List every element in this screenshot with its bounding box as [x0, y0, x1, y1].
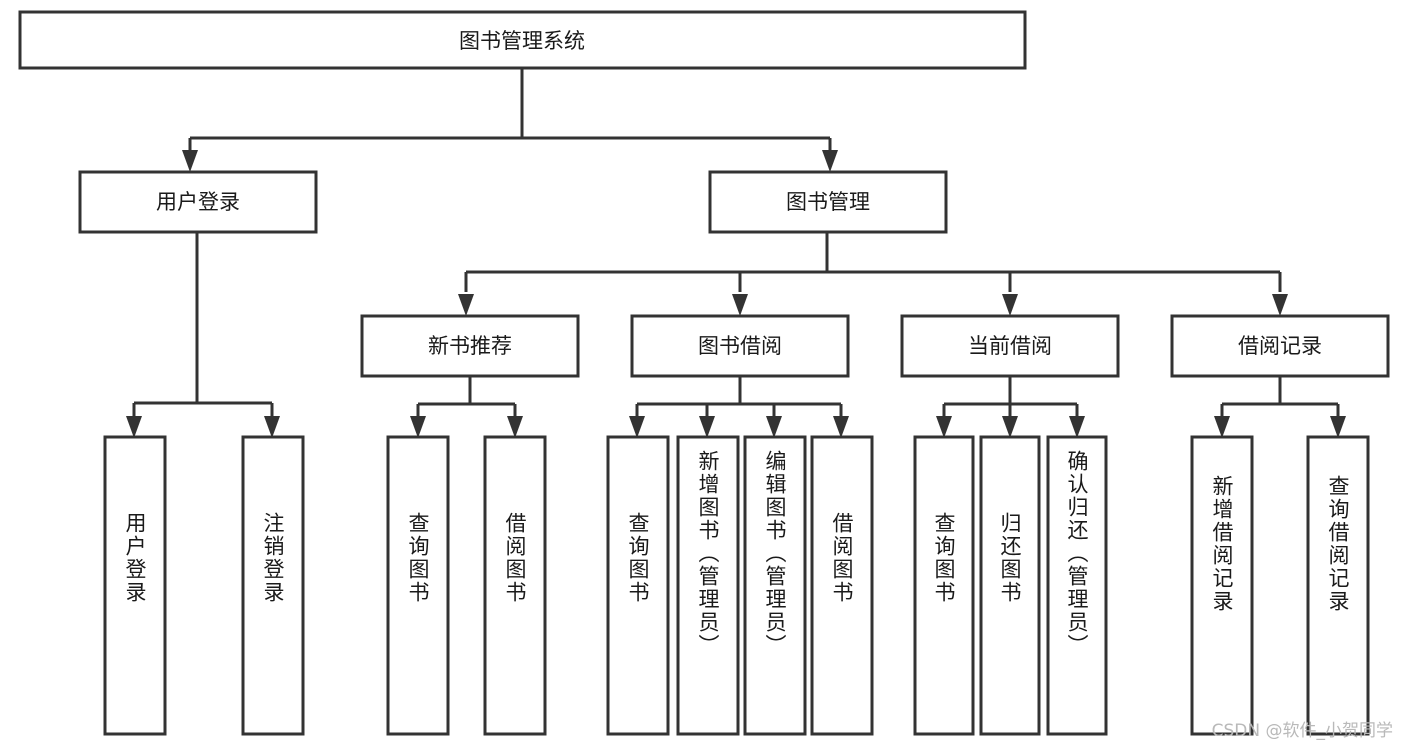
node-book-manage[interactable]: 图书管理: [708, 170, 948, 234]
arrowhead-leaf-borrow-book-2: [833, 416, 849, 438]
node-user-login-box[interactable]: [78, 170, 318, 234]
node-new-book-rec-label: 新书推荐: [428, 334, 512, 358]
arrowhead-leaf-add-book: [699, 416, 715, 438]
arrowhead-book-borrow: [732, 294, 748, 316]
node-current-borrow[interactable]: 当前借阅: [900, 314, 1120, 378]
node-leaf-query-record-label: 查询借阅记录: [1326, 475, 1350, 613]
connector-borrow-record-bus: [1220, 376, 1340, 424]
arrowhead-leaf-user-login: [126, 416, 142, 438]
arrowhead-leaf-user-logout: [264, 416, 280, 438]
node-leaf-user-login-box[interactable]: [103, 435, 167, 736]
node-leaf-borrow-book-1[interactable]: 借阅图书: [483, 435, 547, 736]
node-leaf-confirm-return[interactable]: 确认归还（管理员）: [1046, 435, 1108, 736]
node-leaf-add-record-box[interactable]: [1190, 435, 1254, 736]
node-leaf-user-logout[interactable]: 注销登录: [241, 435, 305, 736]
node-user-login[interactable]: 用户登录: [78, 170, 318, 234]
node-leaf-query-book-2-label: 查询图书: [626, 512, 650, 604]
arrowhead-leaf-query-book-1: [410, 416, 426, 438]
node-leaf-query-book-3[interactable]: 查询图书: [913, 435, 975, 736]
arrowhead-leaf-edit-book: [766, 416, 782, 438]
arrowhead-leaf-query-book-2: [629, 416, 645, 438]
node-leaf-return-book[interactable]: 归还图书: [979, 435, 1041, 736]
arrowhead-leaf-query-record: [1330, 416, 1346, 438]
node-new-book-rec-box[interactable]: [360, 314, 580, 378]
arrowhead-leaf-borrow-book-1: [507, 416, 523, 438]
node-leaf-query-book-1-label: 查询图书: [406, 512, 430, 604]
node-leaf-add-book[interactable]: 新增图书（管理员）: [676, 435, 740, 736]
node-leaf-query-book-2-box[interactable]: [606, 435, 670, 736]
node-leaf-edit-book-label: 编辑图书（管理员）: [763, 450, 787, 657]
node-leaf-borrow-book-2[interactable]: 借阅图书: [810, 435, 874, 736]
node-leaf-query-book-1[interactable]: 查询图书: [386, 435, 450, 736]
node-new-book-rec[interactable]: 新书推荐: [360, 314, 580, 378]
arrowhead-book-manage: [822, 150, 838, 172]
arrowhead-leaf-confirm-return: [1069, 416, 1085, 438]
node-root-box[interactable]: [18, 10, 1027, 70]
arrowhead-leaf-query-book-3: [936, 416, 952, 438]
node-leaf-user-logout-label: 注销登录: [261, 512, 285, 604]
node-leaf-return-book-box[interactable]: [979, 435, 1041, 736]
connector-current-borrow-bus: [942, 376, 1079, 424]
node-book-borrow-box[interactable]: [630, 314, 850, 378]
node-leaf-borrow-book-2-label: 借阅图书: [830, 512, 854, 604]
connector-user-login-bus: [132, 232, 274, 424]
node-leaf-edit-book[interactable]: 编辑图书（管理员）: [743, 435, 807, 736]
node-leaf-return-book-label: 归还图书: [998, 512, 1022, 604]
connectors-group: [126, 68, 1346, 438]
node-leaf-user-login-label: 用户登录: [123, 512, 147, 604]
node-book-borrow[interactable]: 图书借阅: [630, 314, 850, 378]
node-current-borrow-label: 当前借阅: [968, 334, 1052, 358]
node-leaf-query-book-1-box[interactable]: [386, 435, 450, 736]
node-leaf-query-record-box[interactable]: [1306, 435, 1370, 736]
arrowhead-leaf-return-book: [1002, 416, 1018, 438]
node-leaf-add-book-box[interactable]: [676, 435, 740, 736]
node-borrow-record-label: 借阅记录: [1238, 334, 1322, 358]
node-book-manage-label: 图书管理: [786, 190, 870, 214]
connector-book-manage-bus: [464, 232, 1282, 292]
node-leaf-borrow-book-2-box[interactable]: [810, 435, 874, 736]
node-leaf-edit-book-box[interactable]: [743, 435, 807, 736]
connector-root-bus: [188, 68, 832, 158]
node-user-login-label: 用户登录: [156, 190, 240, 214]
node-leaf-query-record[interactable]: 查询借阅记录: [1306, 435, 1370, 736]
node-leaf-add-record-label: 新增借阅记录: [1210, 475, 1234, 613]
node-leaf-query-book-3-box[interactable]: [913, 435, 975, 736]
node-borrow-record-box[interactable]: [1170, 314, 1390, 378]
node-borrow-record[interactable]: 借阅记录: [1170, 314, 1390, 378]
node-leaf-borrow-book-1-label: 借阅图书: [503, 512, 527, 604]
node-root-label: 图书管理系统: [459, 29, 585, 53]
node-leaf-user-login[interactable]: 用户登录: [103, 435, 167, 736]
node-book-borrow-label: 图书借阅: [698, 334, 782, 358]
node-book-manage-box[interactable]: [708, 170, 948, 234]
node-leaf-add-book-label: 新增图书（管理员）: [696, 450, 720, 657]
node-leaf-confirm-return-label: 确认归还（管理员）: [1065, 450, 1089, 657]
arrowhead-user-login: [182, 150, 198, 172]
connector-new-book-rec-bus: [416, 376, 517, 424]
node-leaf-add-record[interactable]: 新增借阅记录: [1190, 435, 1254, 736]
node-leaf-user-logout-box[interactable]: [241, 435, 305, 736]
node-current-borrow-box[interactable]: [900, 314, 1120, 378]
arrowhead-leaf-add-record: [1214, 416, 1230, 438]
connector-book-borrow-bus: [635, 376, 843, 424]
arrowhead-borrow-record: [1272, 294, 1288, 316]
arrowhead-new-book-rec: [458, 294, 474, 316]
node-leaf-query-book-2[interactable]: 查询图书: [606, 435, 670, 736]
arrowhead-current-borrow: [1002, 294, 1018, 316]
node-root[interactable]: 图书管理系统: [18, 10, 1027, 70]
node-leaf-borrow-book-1-box[interactable]: [483, 435, 547, 736]
node-leaf-query-book-3-label: 查询图书: [932, 512, 956, 604]
node-leaf-confirm-return-box[interactable]: [1046, 435, 1108, 736]
